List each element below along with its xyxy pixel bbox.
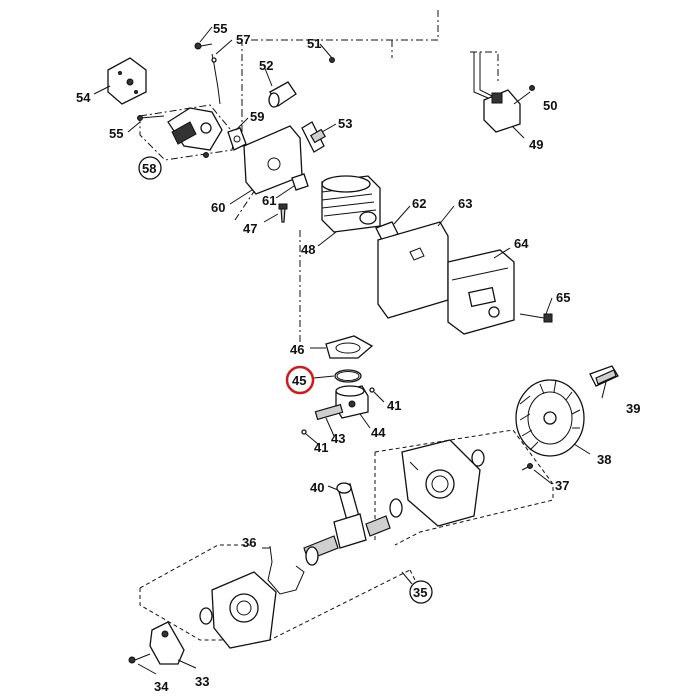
label-34: 34 [154,679,169,694]
label-61: 61 [262,193,276,208]
label-40: 40 [310,480,324,495]
part-64-muffler [447,249,515,335]
label-41: 41 [387,398,401,413]
label-47: 47 [243,221,257,236]
part-51-screw [329,57,335,63]
label-55b: 55 [109,126,123,141]
label-63: 63 [458,196,472,211]
part-43-pin [314,403,344,421]
leader-lines [93,26,607,675]
label-36: 36 [242,535,256,550]
label-60: 60 [211,200,225,215]
part-53-spark-plug [301,121,327,153]
part-59-gasket [227,127,247,151]
label-58-circled: 58 [138,156,162,180]
label-65: 65 [556,290,570,305]
part-40-crankshaft [303,482,391,561]
label-62: 62 [412,196,426,211]
label-53: 53 [338,116,352,131]
label-44: 44 [371,425,386,440]
label-51: 51 [307,36,321,51]
part-57-wire [211,53,221,105]
label-59: 59 [250,109,264,124]
part-54-plate [107,57,147,105]
label-33: 33 [195,674,209,689]
label-39: 39 [626,401,640,416]
part-crankcase-right [401,439,481,527]
part-38-flywheel [515,379,585,457]
label-37: 37 [555,478,569,493]
part-63-shield [377,221,449,319]
part-46-gasket [325,335,374,359]
label-50: 50 [543,98,557,113]
label-45-highlight: 45 [285,365,315,395]
part-41-clips [301,387,375,435]
label-48: 48 [301,242,315,257]
label-58: 58 [142,161,156,176]
label-43: 43 [331,431,345,446]
part-52-cap [268,81,297,108]
part-36-wire [267,545,305,595]
part-55-screw-2 [137,115,165,121]
part-61-gasket [291,173,309,191]
label-57: 57 [236,32,250,47]
label-49: 49 [529,137,543,152]
part-65-bolt [519,313,553,323]
label-38: 38 [597,452,611,467]
label-35: 35 [413,585,427,600]
part-39-starter-cup [589,365,619,387]
label-55: 55 [213,21,227,36]
part-47-bolt [278,203,288,223]
part-labels: 55 57 51 52 54 50 59 53 55 49 58 61 62 6… [76,21,640,694]
label-54: 54 [76,90,91,105]
label-46: 46 [290,342,304,357]
part-33-mount [149,621,185,665]
part-37-screw [521,463,533,471]
label-64: 64 [514,236,529,251]
label-52: 52 [259,58,273,73]
part-44-piston [335,385,369,419]
part-49-ignition-module [473,52,535,133]
part-58-carburetor [167,107,223,158]
part-34-screw [128,653,151,664]
part-45-piston-ring [334,369,362,383]
part-55-screw [194,42,213,50]
part-bearings [199,449,485,625]
label-45: 45 [292,373,306,388]
assembly-boundaries [139,10,554,641]
part-crankcase-left [211,571,277,649]
label-35-circled: 35 [409,580,433,604]
part-48-cylinder [321,175,381,233]
label-41b: 41 [314,440,328,455]
